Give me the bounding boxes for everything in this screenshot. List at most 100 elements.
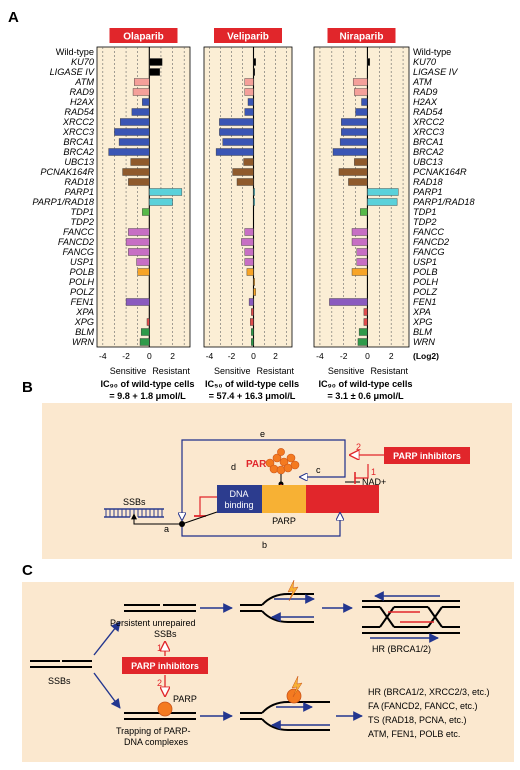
gene-label-left: POLB [69, 267, 94, 277]
parp-inhibitors-label-b: PARP inhibitors [393, 451, 461, 461]
gene-label-right: XRCC3 [412, 127, 445, 137]
gene-label-right: FANCD2 [413, 237, 449, 247]
ic-value-label: = 57.4 + 16.3 μmol/L [209, 391, 296, 401]
bar-h2ax [247, 98, 254, 106]
resistant-label: Resistant [152, 366, 190, 376]
bar-ku70 [149, 58, 163, 66]
gene-label-left: XRCC3 [62, 127, 95, 137]
gene-label-left: ATM [74, 77, 94, 87]
resistant-label: Resistant [257, 366, 295, 376]
bar-blm [140, 328, 150, 336]
gene-label-left: TDP2 [71, 217, 95, 227]
tick-label: 2 [273, 351, 278, 361]
gene-label-right: XPA [412, 307, 431, 317]
par-label: PAR [246, 459, 267, 470]
bar-pcnak164r [122, 168, 150, 176]
dna-binding-label-2: binding [224, 500, 253, 510]
bar-ubc13 [130, 158, 150, 166]
inhibitor-num-2: 2 [356, 442, 361, 452]
gene-label-left: BRCA2 [63, 147, 94, 157]
gene-label-left: XRCC2 [62, 117, 94, 127]
edge-c-label: c [316, 465, 321, 475]
gene-label-left: XPA [75, 307, 94, 317]
bar-fen1 [248, 298, 254, 306]
drug-title-box [109, 28, 178, 43]
gene-label-left: POLH [69, 277, 94, 287]
trapped-parp-icon [157, 701, 173, 717]
bar-polb [246, 268, 254, 276]
bar-parp1-rad18 [253, 198, 255, 206]
parp-dna-binding-domain [217, 485, 262, 513]
bar-parp1-rad18 [149, 198, 173, 206]
bar-pcnak164r [232, 168, 254, 176]
gene-label-left: USP1 [70, 257, 94, 267]
gene-label-right: PCNAK164R [413, 167, 467, 177]
bar-xrcc3 [341, 128, 368, 136]
bar-xpa [363, 308, 368, 316]
bar-xrcc3 [219, 128, 254, 136]
bar-brca2 [108, 148, 150, 156]
ssbs-label-c: SSBs [48, 676, 71, 686]
bar-usp1 [356, 258, 368, 266]
gene-label-left: FANCD2 [58, 237, 94, 247]
gene-label-right: WRN [413, 337, 435, 347]
drug-title: Veliparib [227, 32, 269, 43]
ic-metric-label: IC₉₀ of wild-type cells [100, 379, 194, 389]
bar-brca2 [215, 148, 254, 156]
bar-rad54 [131, 108, 150, 116]
bar-ubc13 [243, 158, 254, 166]
edge-b-path [181, 513, 340, 537]
panel-a-letter: A [8, 9, 19, 26]
trapped-parp-fork-icon [286, 688, 302, 704]
gene-label-left: KU70 [71, 57, 95, 67]
gene-label-left: PCNAK164R [40, 167, 94, 177]
bar-ligase-iv [149, 68, 160, 76]
bar-h2ax [361, 98, 368, 106]
gene-label-right: LIGASE IV [413, 67, 458, 77]
bar-xpg [363, 318, 368, 326]
bar-ku70 [253, 58, 256, 66]
bar-ku70 [367, 58, 371, 66]
edge-b-label: b [262, 540, 267, 550]
gene-label-left: LIGASE IV [50, 67, 95, 77]
parp-label-b: PARP [272, 516, 296, 526]
bar-parp1 [253, 188, 255, 196]
bar-fancd2 [351, 238, 368, 246]
chart-plot-area [203, 46, 293, 348]
tick-label: -4 [99, 351, 107, 361]
gene-label-right: XRCC2 [412, 117, 444, 127]
bar-fancc [244, 228, 254, 236]
bar-wrn [357, 338, 368, 346]
bar-usp1 [136, 258, 150, 266]
gene-label-left: FANCG [63, 247, 94, 257]
gene-label-right: RAD18 [413, 177, 444, 187]
gene-label-left: PARP1 [65, 187, 94, 197]
gene-label-left: WRN [72, 337, 94, 347]
gene-label-left: POLZ [70, 287, 94, 297]
tick-label: -2 [340, 351, 348, 361]
persistent-ssbs-strands [124, 604, 196, 612]
drug-title: Olaparib [123, 32, 164, 43]
gene-label-left: BLM [75, 327, 94, 337]
bar-brca1 [222, 138, 254, 146]
arrow-to-trapping [93, 672, 121, 709]
par-chain-icon [265, 448, 300, 475]
gene-label-right: USP1 [413, 257, 437, 267]
bar-polb [351, 268, 368, 276]
replication-fork-lower [240, 701, 330, 731]
tick-label: -2 [122, 351, 130, 361]
bar-fen1 [125, 298, 150, 306]
panel-c-letter: C [22, 562, 33, 579]
bar-fancd2 [125, 238, 150, 246]
gene-label-left: BRCA1 [63, 137, 94, 147]
bar-polh [253, 278, 255, 286]
repair-line-3: TS (RAD18, PCNA, etc.) [368, 715, 467, 725]
nad-label: NAD+ [362, 477, 386, 487]
replication-fork-upper [240, 593, 315, 623]
tick-label: 0 [147, 351, 152, 361]
dna-binding-label-1: DNA [229, 489, 248, 499]
bar-pcnak164r [338, 168, 368, 176]
bar-parp1 [367, 188, 399, 196]
inhibitor-num-1: 1 [371, 467, 376, 477]
